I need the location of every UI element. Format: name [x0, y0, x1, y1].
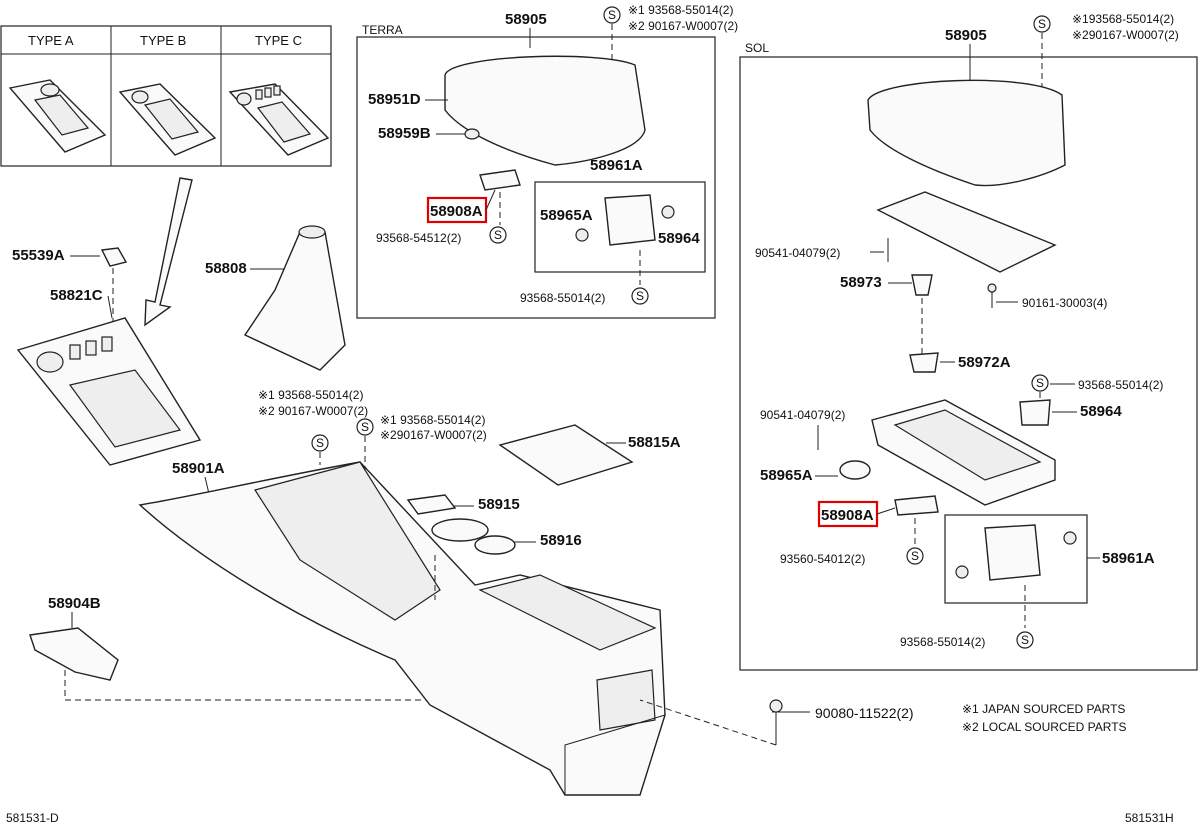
sol-frame — [739, 56, 1198, 671]
svg-text:S: S — [1021, 633, 1029, 647]
sol-callout-2: ※290167-W0007(2) — [1072, 28, 1179, 42]
console-mat — [498, 424, 634, 486]
label-58904b: 58904B — [48, 595, 101, 612]
label-sol-58905: 58905 — [945, 27, 987, 44]
part-90080: 90080-11522(2) — [639, 699, 914, 746]
sol-latch-subbox — [944, 514, 1088, 604]
part-55539a: 55539A — [12, 247, 128, 330]
label-sol-58973: 58973 — [840, 274, 882, 291]
armrest-lid-terra — [444, 55, 646, 166]
part-58916: 58916 — [431, 518, 582, 600]
s-symbol-icon — [603, 6, 621, 24]
terra-frame — [356, 36, 716, 319]
label-sol-90161: 90161-30003(4) — [1022, 296, 1107, 310]
direction-arrow — [144, 177, 193, 327]
legend-line-1: ※1 JAPAN SOURCED PARTS — [962, 702, 1125, 716]
svg-text:S: S — [1036, 376, 1044, 390]
label-58808: 58808 — [205, 260, 247, 277]
terra-section: TERRA 58905 S ※1 93568-55014(2) ※2 90167… — [356, 3, 738, 319]
label-terra-58959b: 58959B — [378, 125, 431, 142]
part-58901a: 58901A — [138, 460, 666, 796]
label-sol-58908a: 58908A — [821, 507, 874, 524]
part-58815a: 58815A — [498, 424, 681, 486]
screw-icon — [987, 283, 997, 293]
type-panel-frame — [0, 25, 332, 167]
label-terra-93568-55014: 93568-55014(2) — [520, 291, 605, 305]
s-symbol-icon — [356, 418, 374, 436]
label-sol-90541-b: 90541-04079(2) — [760, 408, 845, 422]
type-a-label: TYPE A — [28, 33, 74, 48]
label-terra-58951d: 58951D — [368, 91, 421, 108]
legend: ※1 JAPAN SOURCED PARTS ※2 LOCAL SOURCED … — [962, 702, 1127, 734]
label-sol-93568-55014: 93568-55014(2) — [1078, 378, 1163, 392]
s-symbol-icon — [631, 287, 649, 305]
lid-inner-sol — [876, 191, 1057, 273]
footer-right-code: 581531H — [1125, 811, 1174, 825]
terra-callout-2: ※2 90167-W0007(2) — [628, 19, 738, 33]
part-58915: 58915 — [406, 494, 520, 515]
svg-text:S: S — [911, 549, 919, 563]
label-sol-58972a: 58972A — [958, 354, 1011, 371]
legend-line-2: ※2 LOCAL SOURCED PARTS — [962, 720, 1127, 734]
center-screw-right: S ※1 93568-55014(2) ※290167-W0007(2) — [356, 413, 487, 470]
label-58915: 58915 — [478, 496, 520, 513]
label-58901a: 58901A — [172, 460, 225, 477]
type-c-bezel — [228, 83, 330, 156]
s-symbol-icon — [1016, 631, 1034, 649]
s-symbol-icon — [1033, 15, 1051, 33]
label-sol-58964: 58964 — [1080, 403, 1122, 420]
center-screw-left: ※1 93568-55014(2) ※2 90167-W0007(2) S — [258, 388, 368, 465]
shift-boot — [243, 231, 346, 371]
callout-left-1: ※1 93568-55014(2) — [258, 388, 363, 402]
label-sol-93560: 93560-54012(2) — [780, 552, 865, 566]
label-terra-58964: 58964 — [658, 230, 700, 247]
sol-callout-1: ※193568-55014(2) — [1072, 12, 1174, 26]
label-terra-58961a: 58961A — [590, 157, 643, 174]
svg-text:S: S — [636, 289, 644, 303]
label-58815a: 58815A — [628, 434, 681, 451]
terra-title: TERRA — [362, 23, 403, 37]
label-terra-58905: 58905 — [505, 11, 547, 28]
label-58916: 58916 — [540, 532, 582, 549]
label-sol-58961a: 58961A — [1102, 550, 1155, 567]
s-symbol-icon — [906, 547, 924, 565]
callout-left-2: ※2 90167-W0007(2) — [258, 404, 368, 418]
part-58821c: 58821C — [16, 287, 202, 466]
armrest-lid-sol — [867, 79, 1066, 187]
callout-right-1: ※1 93568-55014(2) — [380, 413, 485, 427]
svg-text:S: S — [494, 228, 502, 242]
label-sol-93568-55014-bot: 93568-55014(2) — [900, 635, 985, 649]
svg-text:S: S — [1038, 17, 1046, 31]
bolt-icon — [769, 699, 783, 713]
sol-section: SOL 58905 S ※193568-55014(2) ※290167-W00… — [739, 12, 1198, 671]
label-58821c: 58821C — [50, 287, 103, 304]
s-symbol-icon — [1031, 374, 1049, 392]
svg-text:S: S — [361, 420, 369, 434]
s-symbol-icon — [311, 434, 329, 452]
callout-right-2: ※290167-W0007(2) — [380, 428, 487, 442]
label-sol-90541-a: 90541-04079(2) — [755, 246, 840, 260]
s-symbol-icon — [489, 226, 507, 244]
label-90080: 90080-11522(2) — [815, 705, 914, 721]
type-a-bezel — [8, 79, 107, 153]
terra-callout-1: ※1 93568-55014(2) — [628, 3, 733, 17]
type-b-bezel — [118, 83, 217, 156]
svg-text:S: S — [608, 8, 616, 22]
label-terra-58908a: 58908A — [430, 203, 483, 220]
svg-text:S: S — [316, 436, 324, 450]
terra-latch-subbox — [534, 181, 706, 273]
label-terra-93568-54512: 93568-54512(2) — [376, 231, 461, 245]
sol-title: SOL — [745, 41, 769, 55]
footer-left-code: 581531-D — [6, 811, 59, 825]
type-variants-panel: TYPE A TYPE B TYPE C — [0, 25, 332, 167]
type-c-label: TYPE C — [255, 33, 302, 48]
label-55539a: 55539A — [12, 247, 65, 264]
part-58808: 58808 — [205, 225, 346, 371]
type-b-label: TYPE B — [140, 33, 186, 48]
label-sol-58965a: 58965A — [760, 467, 813, 484]
label-terra-58965a: 58965A — [540, 207, 593, 224]
